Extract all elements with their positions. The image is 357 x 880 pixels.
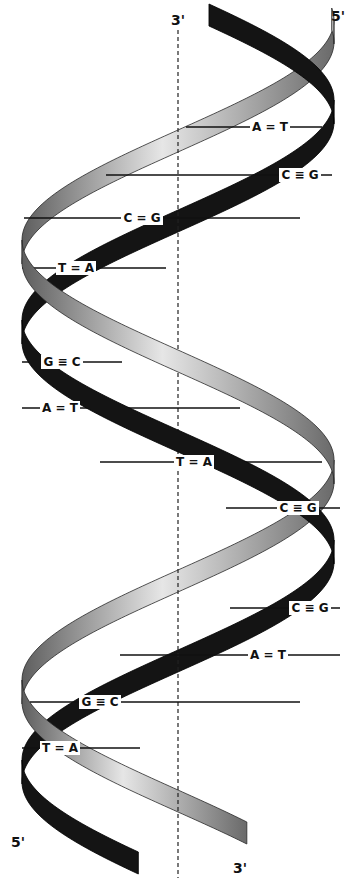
base-pair-label: C ≡ G [277,501,318,515]
base-pair-bonds [22,127,340,748]
hydrogen-bond-line [30,701,300,702]
base-pair-label: T = A [56,261,96,275]
base-pair-label: C ≡ G [279,168,320,182]
helix-axis [177,30,178,878]
strand-end-label: 3' [231,860,249,876]
base-pair-label: C ≡ G [289,601,330,615]
strand-end-label: 5' [329,8,347,24]
strand-end-label: 5' [9,834,27,850]
base-pair-label: A = T [250,120,290,134]
base-pair-label: T = A [40,741,80,755]
strand-end-label: 3' [169,12,187,28]
base-pair-label: A = T [248,648,288,662]
light-strand [22,240,334,484]
base-pair-label: A = T [40,401,80,415]
hydrogen-bond-line [120,654,340,655]
light-strand [22,680,247,844]
front-strands [22,4,334,564]
base-pair-label: G ≡ C [79,695,120,709]
base-pair-label: G ≡ C [41,355,82,369]
base-pair-label: C = G [121,211,162,225]
base-pair-label: T = A [174,455,214,469]
dark-strand [209,4,334,124]
